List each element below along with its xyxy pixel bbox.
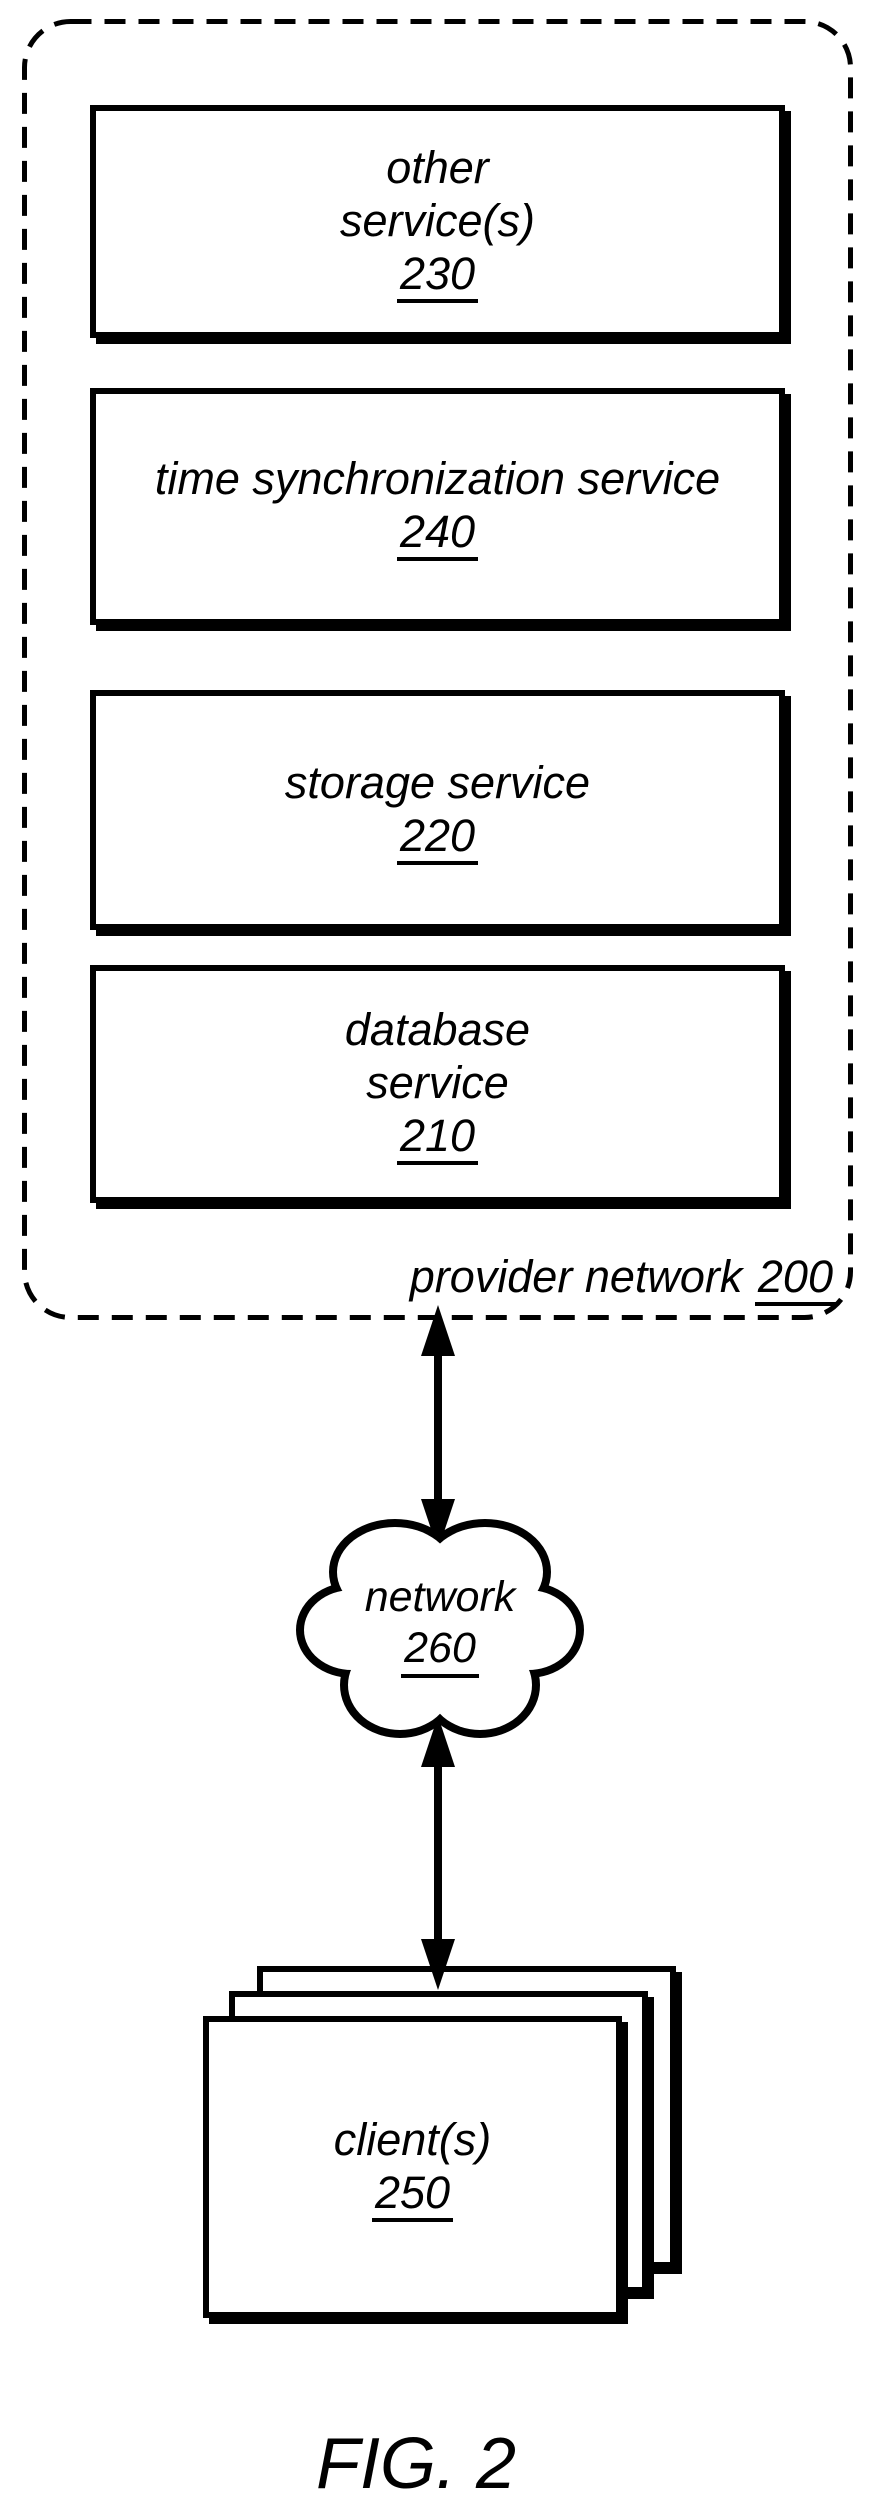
service-label-line: service (366, 1057, 509, 1108)
service-ref: 220 (396, 809, 479, 865)
service-box-database: database service 210 (90, 965, 785, 1203)
service-ref: 210 (396, 1109, 479, 1165)
network-cloud-label: network 260 (290, 1500, 590, 1740)
figure-caption: FIG. 2 (315, 2424, 517, 2504)
service-label-line: service(s) (339, 194, 535, 246)
arrow-network-to-clients-icon (421, 1716, 455, 1990)
network-ref: 260 (401, 1623, 479, 1678)
service-box-time-synchronization: time synchronization service 240 (90, 388, 785, 625)
clients-label: client(s) (333, 2113, 492, 2165)
service-label-line: database (344, 1004, 531, 1055)
client-card-front: client(s) 250 (203, 2016, 622, 2318)
service-label-line: other (386, 141, 489, 193)
clients-ref: 250 (371, 2166, 454, 2222)
service-box-other-services: other service(s) 230 (90, 105, 785, 338)
service-ref: 230 (396, 247, 479, 303)
service-label-line: storage service (284, 756, 591, 808)
service-box-storage: storage service 220 (90, 690, 785, 930)
service-label-line: time synchronization service (154, 453, 721, 504)
provider-network-ref: 200 (754, 1252, 836, 1306)
provider-network-label: provider network 200 (410, 1252, 836, 1306)
network-label: network (364, 1573, 516, 1621)
service-ref: 240 (396, 505, 479, 561)
provider-network-label-text: provider network (409, 1251, 743, 1302)
